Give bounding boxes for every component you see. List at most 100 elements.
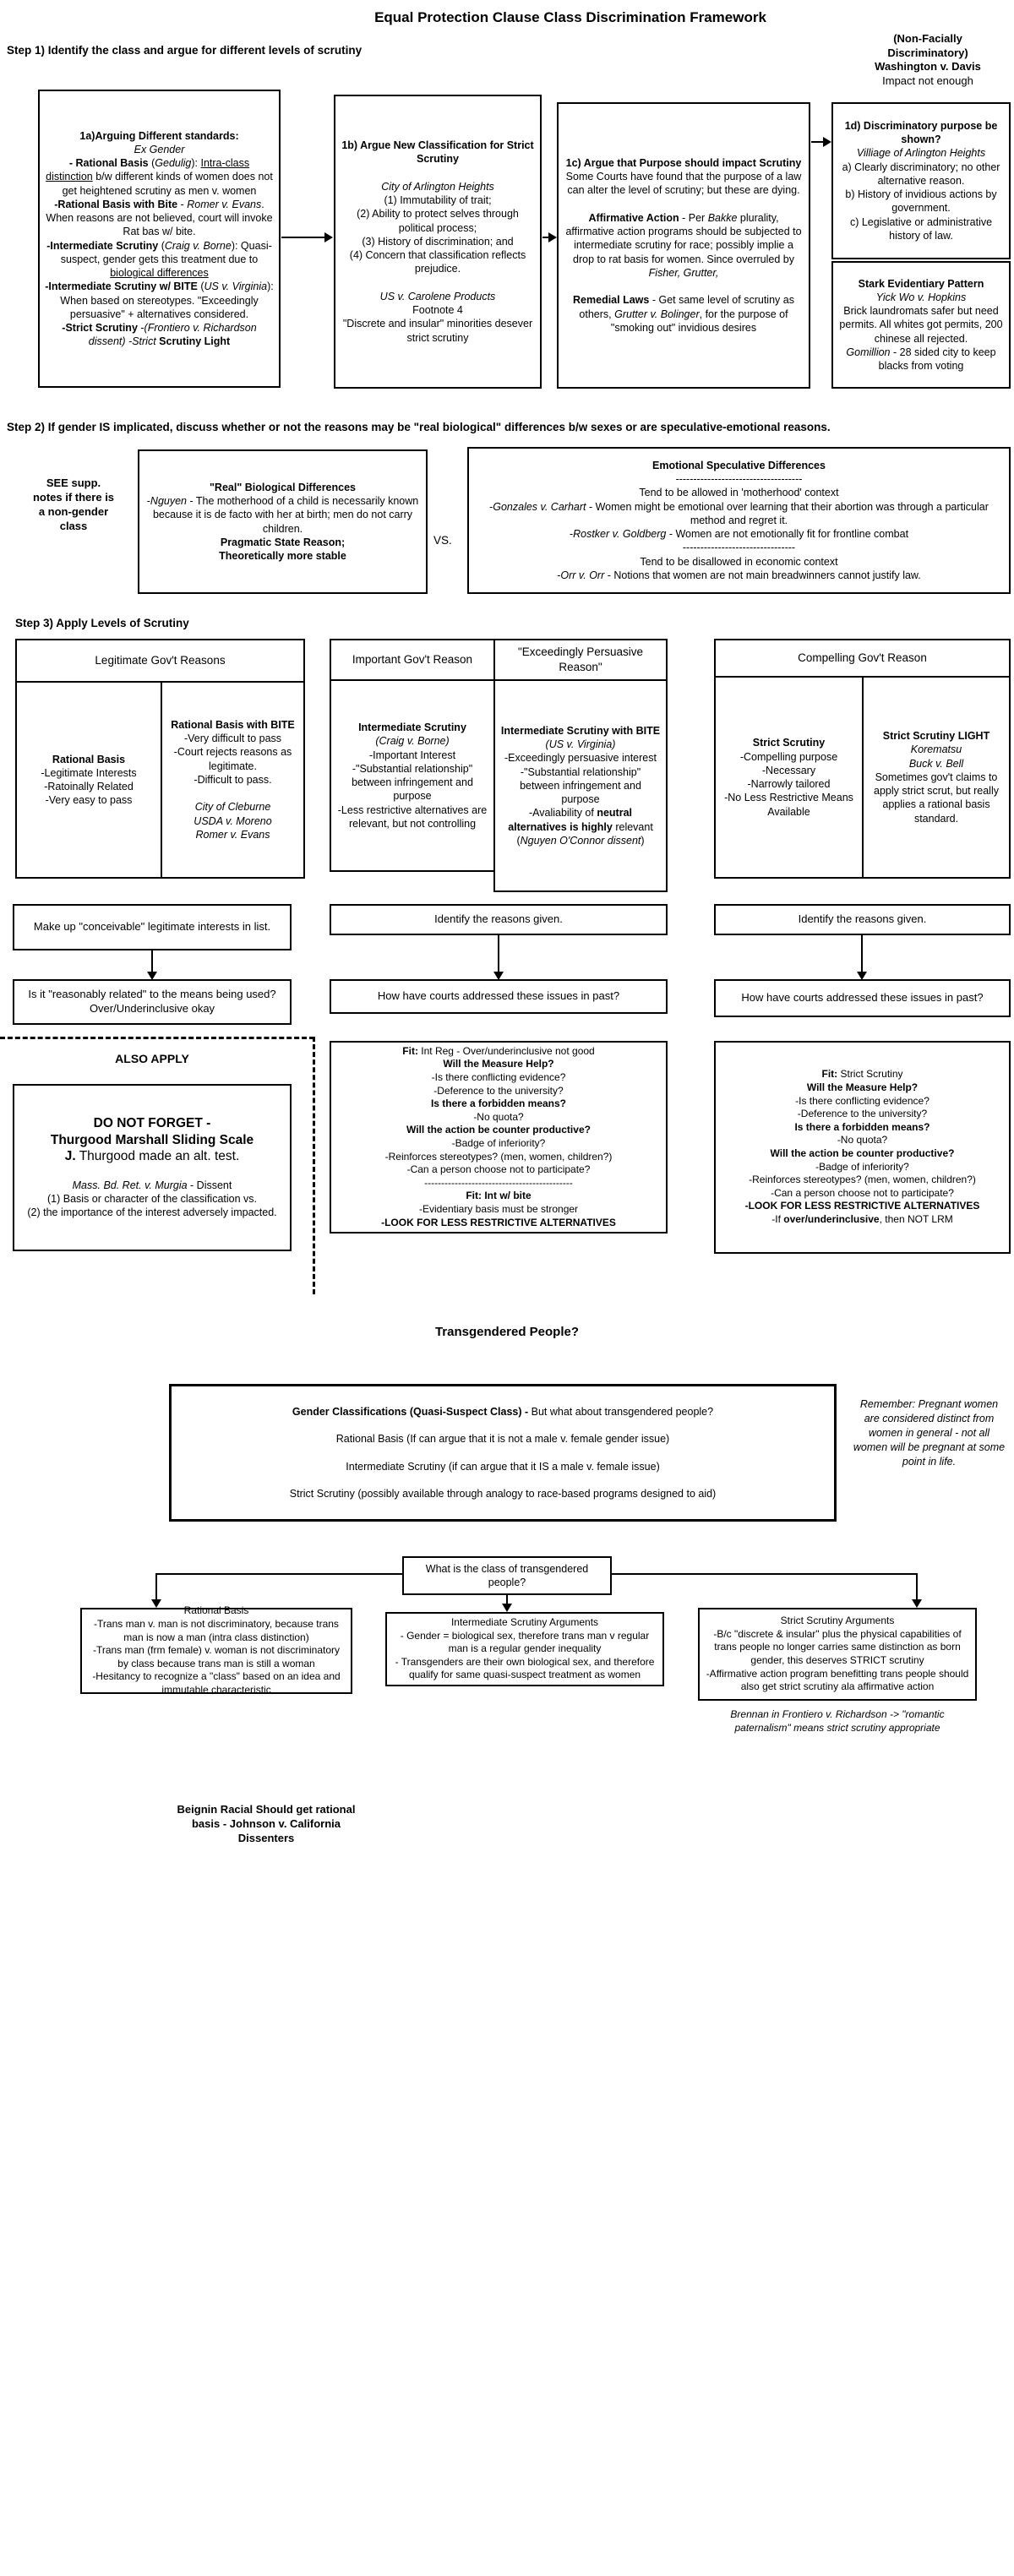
benign-racial-note: Beignin Racial Should get rational basis… [169, 1800, 363, 1849]
transgendered-people-title: Transgendered People? [434, 1325, 580, 1339]
arrow-to-rational-basis [151, 1573, 161, 1608]
text-line: Strict Scrutiny LIGHT [882, 730, 990, 743]
text-line: - Transgenders are their own biological … [395, 1655, 655, 1681]
text-line: Impact not enough [882, 74, 973, 87]
text-line: Is there a forbidden means? [794, 1120, 930, 1133]
text-line: -LOOK FOR LESS RESTRICTIVE ALTERNATIVES [744, 1200, 980, 1212]
page-title: Equal Protection Clause Class Discrimina… [374, 9, 766, 25]
text-line: -Affirmative action program benefitting … [706, 1667, 969, 1693]
text-line: -Gonzales v. Carhart - Women might be em… [489, 500, 989, 526]
text-line [177, 1446, 829, 1459]
text-line: -Reinforces stereotypes? (men, women, ch… [384, 1150, 613, 1163]
box-what-is-the-class: What is the class of transgendered peopl… [402, 1556, 612, 1595]
text-line: -Strict Scrutiny -(Frontiero v. Richards… [62, 322, 257, 348]
vs-label: VS. [433, 534, 452, 547]
step1-label: Step 1) Identify the class and argue for… [7, 44, 363, 57]
text-line: (Craig v. Borne) [375, 735, 450, 748]
cell-rational-basis-bite: Rational Basis with BITE-Very difficult … [161, 681, 305, 879]
box-identify-reasons-right: Identify the reasons given. [714, 904, 1011, 935]
text-line: 1b) Argue New Classification for Strict … [341, 139, 534, 166]
text-line: Emotional Speculative Differences [652, 459, 826, 471]
text-line: -Important Interest [368, 749, 456, 761]
box-do-not-forget-sliding-scale: DO NOT FORGET -Thurgood Marshall Sliding… [13, 1084, 292, 1251]
text-line: Beignin Racial Should get rational basis… [177, 1803, 356, 1844]
text-line: -Ratoinally Related [44, 781, 134, 792]
text-line: -Legitimate Interests [41, 766, 137, 779]
text-line: -------------------------------- [682, 542, 796, 554]
box-identify-reasons-mid: Identify the reasons given. [330, 904, 668, 935]
text-line: -Less restrictive alternatives are relev… [337, 803, 488, 830]
text-line: -Exceedingly persuasive interest [504, 752, 657, 765]
text-line: Romer v. Evans [195, 828, 270, 841]
text-line: Will the action be counter productive? [406, 1124, 591, 1136]
box-fit-intermediate: Fit: Int Reg - Over/underinclusive not g… [330, 1041, 668, 1234]
step3-label: Step 3) Apply Levels of Scrutiny [15, 617, 189, 629]
text-line: - Gender = biological sex, therefore tra… [400, 1629, 650, 1655]
text-line [19, 1165, 285, 1179]
box-1d-discriminatory-purpose: 1d) Discriminatory purpose be shown?Vill… [831, 102, 1011, 259]
header-compelling-govt-reason: Compelling Gov't Reason [714, 639, 1011, 678]
text-line: -"Substantial relationship" between infr… [352, 762, 473, 803]
text-line: Gomillion - 28 sided city to keep blacks… [846, 346, 996, 373]
text-line: -Is there conflicting evidence? [795, 1094, 930, 1107]
text-line: DO NOT FORGET - [93, 1116, 211, 1131]
text-line: Strict Scrutiny [752, 737, 826, 749]
text-line: b) History of invidious actions by gover… [845, 188, 997, 215]
arrow-to-strict-arguments [912, 1573, 922, 1608]
text-line: Korematsu [910, 743, 962, 756]
text-line: -Rational Basis with Bite - Romer v. Eva… [46, 198, 273, 238]
text-line: -Very easy to pass [45, 794, 133, 807]
text-line: Rational Basis with BITE [171, 718, 295, 731]
text-line: (2) the importance of the interest adver… [27, 1206, 277, 1219]
box-trans-strict-arguments: Strict Scrutiny Arguments-B/c "discrete … [698, 1608, 977, 1701]
text-line: Intermediate Scrutiny with BITE [500, 724, 661, 737]
text-line: (US v. Virginia) [545, 738, 616, 751]
text-line: -Intermediate Scrutiny w/ BITE (US v. Vi… [45, 280, 274, 320]
text-line: -If over/underinclusive, then NOT LRM [771, 1212, 953, 1225]
text-line: -No quota? [473, 1110, 524, 1123]
box-real-biological-differences: "Real" Biological Differences-Nguyen - T… [138, 449, 428, 594]
text-line: (4) Concern that classification reflects… [349, 249, 526, 275]
text-line: Fit: Int Reg - Over/underinclusive not g… [402, 1044, 595, 1057]
text-line: Brennan in Frontiero v. Richardson -> "r… [730, 1708, 945, 1734]
text-line: Remember: Pregnant women are considered … [853, 1398, 1006, 1468]
text-line: -Intermediate Scrutiny (Craig v. Borne):… [46, 239, 272, 280]
text-line: -Orr v. Orr - Notions that women are not… [557, 569, 921, 581]
text-line: Brick laundromats safer but need permits… [839, 305, 1003, 345]
box-conceivable-interests: Make up "conceivable" legitimate interes… [13, 904, 292, 950]
text-line: Fit: Int w/ bite [466, 1190, 532, 1202]
text-line: Gender Classifications (Quasi-Suspect Cl… [292, 1405, 714, 1418]
text-line: City of Cleburne [194, 801, 271, 814]
text-line: -Difficult to pass. [194, 773, 272, 786]
text-line: Sometimes gov't claims to apply strict s… [874, 771, 999, 825]
text-line: -Hesitancy to recognize a "class" based … [92, 1670, 341, 1696]
text-line: Remedial Laws - Get same level of scruti… [573, 294, 794, 334]
text-line: -Rostker v. Goldberg - Women are not emo… [569, 528, 909, 541]
text-line: Will the action be counter productive? [770, 1147, 955, 1159]
text-line: USDA v. Moreno [194, 814, 272, 827]
text-line: -Court rejects reasons as legitimate. [173, 746, 292, 772]
text-line: Affirmative Action - Per Bakke plurality… [565, 211, 802, 279]
text-line: -Can a person choose not to participate? [406, 1163, 591, 1176]
text-line: Rational Basis [52, 753, 126, 765]
text-line: Intermediate Scrutiny [358, 722, 466, 733]
text-line: -Reinforces stereotypes? (men, women, ch… [749, 1174, 976, 1186]
text-line [341, 276, 535, 290]
text-line: Thurgood Marshall Sliding Scale [50, 1132, 254, 1147]
text-line: Strict Scrutiny (possibly available thro… [289, 1488, 717, 1500]
text-line: Intermediate Scrutiny Arguments [450, 1616, 599, 1629]
text-line: Rational Basis [183, 1604, 249, 1617]
text-line: Villiage of Arlington Heights [856, 147, 986, 160]
text-line: -"Substantial relationship" between infr… [520, 765, 641, 806]
text-line: Pragmatic State Reason; [220, 536, 346, 548]
box-reasonably-related: Is it "reasonably related" to the means … [13, 979, 292, 1025]
text-line: "Discrete and insular" minorities deseve… [342, 318, 533, 344]
text-line: 1a)Arguing Different standards: [79, 129, 239, 142]
text-line: Ex Gender [134, 143, 185, 155]
arrow-1a-to-1b [281, 232, 333, 242]
see-supp-notes: SEE supp. notes if there is a non-gender… [27, 473, 120, 537]
text-line: -Necessary [761, 764, 816, 776]
box-emotional-speculative-differences: Emotional Speculative Differences -------… [467, 447, 1011, 594]
